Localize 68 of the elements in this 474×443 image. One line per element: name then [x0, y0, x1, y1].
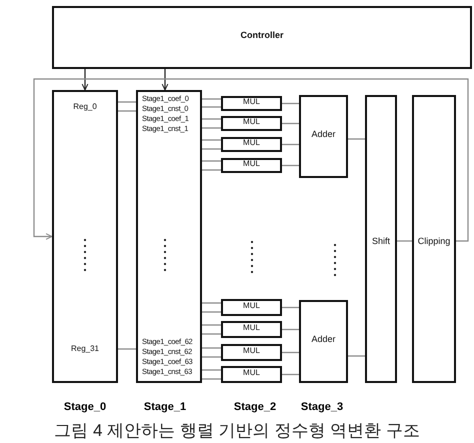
- multiplier-box: [221, 116, 282, 131]
- connector-line: [118, 101, 136, 103]
- multiplier-label: MUL: [243, 160, 260, 168]
- register-stage-box: [52, 90, 118, 383]
- shift-label: Shift: [372, 236, 390, 246]
- connector-line: [202, 106, 221, 108]
- adder-box: [299, 300, 348, 383]
- connector-line: [202, 127, 221, 129]
- multiplier-box: [221, 137, 282, 152]
- multiplier-box: [221, 158, 282, 173]
- connector-line: [282, 144, 299, 146]
- multiplier-label: MUL: [243, 302, 260, 310]
- connector-line: [202, 169, 221, 171]
- connector-line: [282, 306, 299, 308]
- connector-line: [282, 122, 299, 124]
- connector-line: [282, 352, 299, 354]
- connector-line: [282, 374, 299, 376]
- arrow: [82, 69, 88, 90]
- connector-line: [202, 369, 221, 371]
- multiplier-label: MUL: [243, 324, 260, 332]
- connector-line: [282, 328, 299, 330]
- stage-label: Stage_1: [144, 402, 186, 413]
- arrow: [162, 69, 168, 90]
- connector-line: [118, 110, 136, 112]
- connector-line: [202, 333, 221, 335]
- adder-box: [299, 95, 348, 178]
- multiplier-label: MUL: [243, 138, 260, 146]
- multiplier-label: MUL: [243, 346, 260, 354]
- connector-line: [282, 102, 299, 104]
- multiplier-box: [221, 299, 282, 316]
- multiplier-box: [221, 321, 282, 338]
- multiplier-label: MUL: [243, 118, 260, 126]
- register-label: Reg_31: [70, 345, 100, 353]
- multiplier-label: MUL: [243, 98, 260, 106]
- controller-label: Controller: [240, 31, 284, 40]
- connector-line: [397, 240, 412, 242]
- connector-line: [202, 378, 221, 380]
- stage-label: Stage_3: [300, 402, 344, 413]
- connector-line: [118, 348, 136, 350]
- connector-line: [202, 302, 221, 304]
- connector-line: [202, 324, 221, 326]
- coefficient-stage-box: [136, 90, 202, 383]
- stage-label: Stage_0: [64, 402, 106, 413]
- adder-label: Adder: [311, 130, 336, 139]
- clipping-box: [412, 95, 456, 383]
- arrow: [33, 78, 469, 242]
- connector-line: [202, 139, 221, 141]
- connector-line: [202, 347, 221, 349]
- connector-line: [202, 98, 221, 100]
- connector-line: [202, 118, 221, 120]
- multiplier-label: MUL: [243, 368, 260, 376]
- connector-line: [202, 356, 221, 358]
- clipping-label: Clipping: [418, 236, 450, 246]
- connector-line: [348, 355, 365, 357]
- connector-line: [348, 138, 365, 140]
- multiplier-box: [221, 96, 282, 111]
- multiplier-box: [221, 344, 282, 361]
- controller-box: [52, 6, 472, 69]
- stage-label: Stage_2: [234, 402, 276, 413]
- multiplier-box: [221, 366, 282, 383]
- connector-line: [282, 164, 299, 166]
- shift-box: [365, 95, 397, 383]
- figure-caption: 그림 4 제안하는 행렬 기반의 정수형 역변환 구조: [53, 421, 421, 442]
- adder-label: Adder: [311, 335, 336, 344]
- connector-line: [202, 160, 221, 162]
- connector-line: [202, 311, 221, 313]
- register-label: Reg_0: [73, 103, 97, 111]
- connector-line: [202, 148, 221, 150]
